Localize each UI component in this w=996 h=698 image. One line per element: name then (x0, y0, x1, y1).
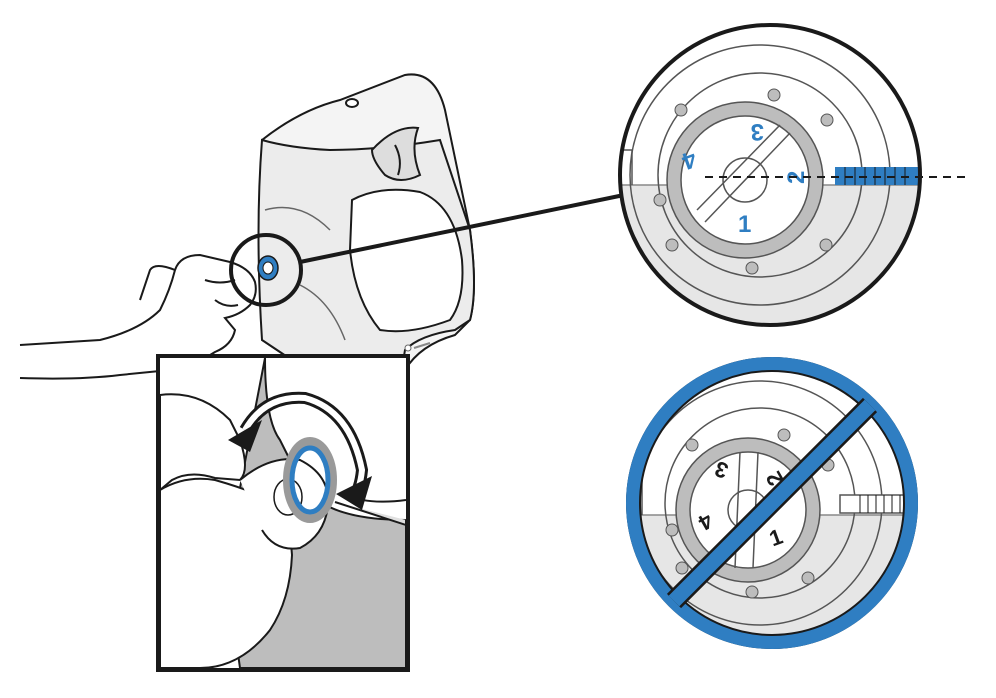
prohibited-sign-icon (626, 357, 918, 649)
rotation-inset (156, 354, 410, 672)
hand-icon (19, 253, 257, 380)
dial-number-1: 1 (738, 211, 751, 238)
valve-callout (229, 193, 625, 307)
correct-dial-view: 3 2 1 4 (618, 23, 968, 327)
dial-number-3: 3 (751, 118, 764, 145)
incorrect-dial-view: 3 2 1 4 (626, 357, 918, 649)
device-icon (257, 73, 475, 382)
